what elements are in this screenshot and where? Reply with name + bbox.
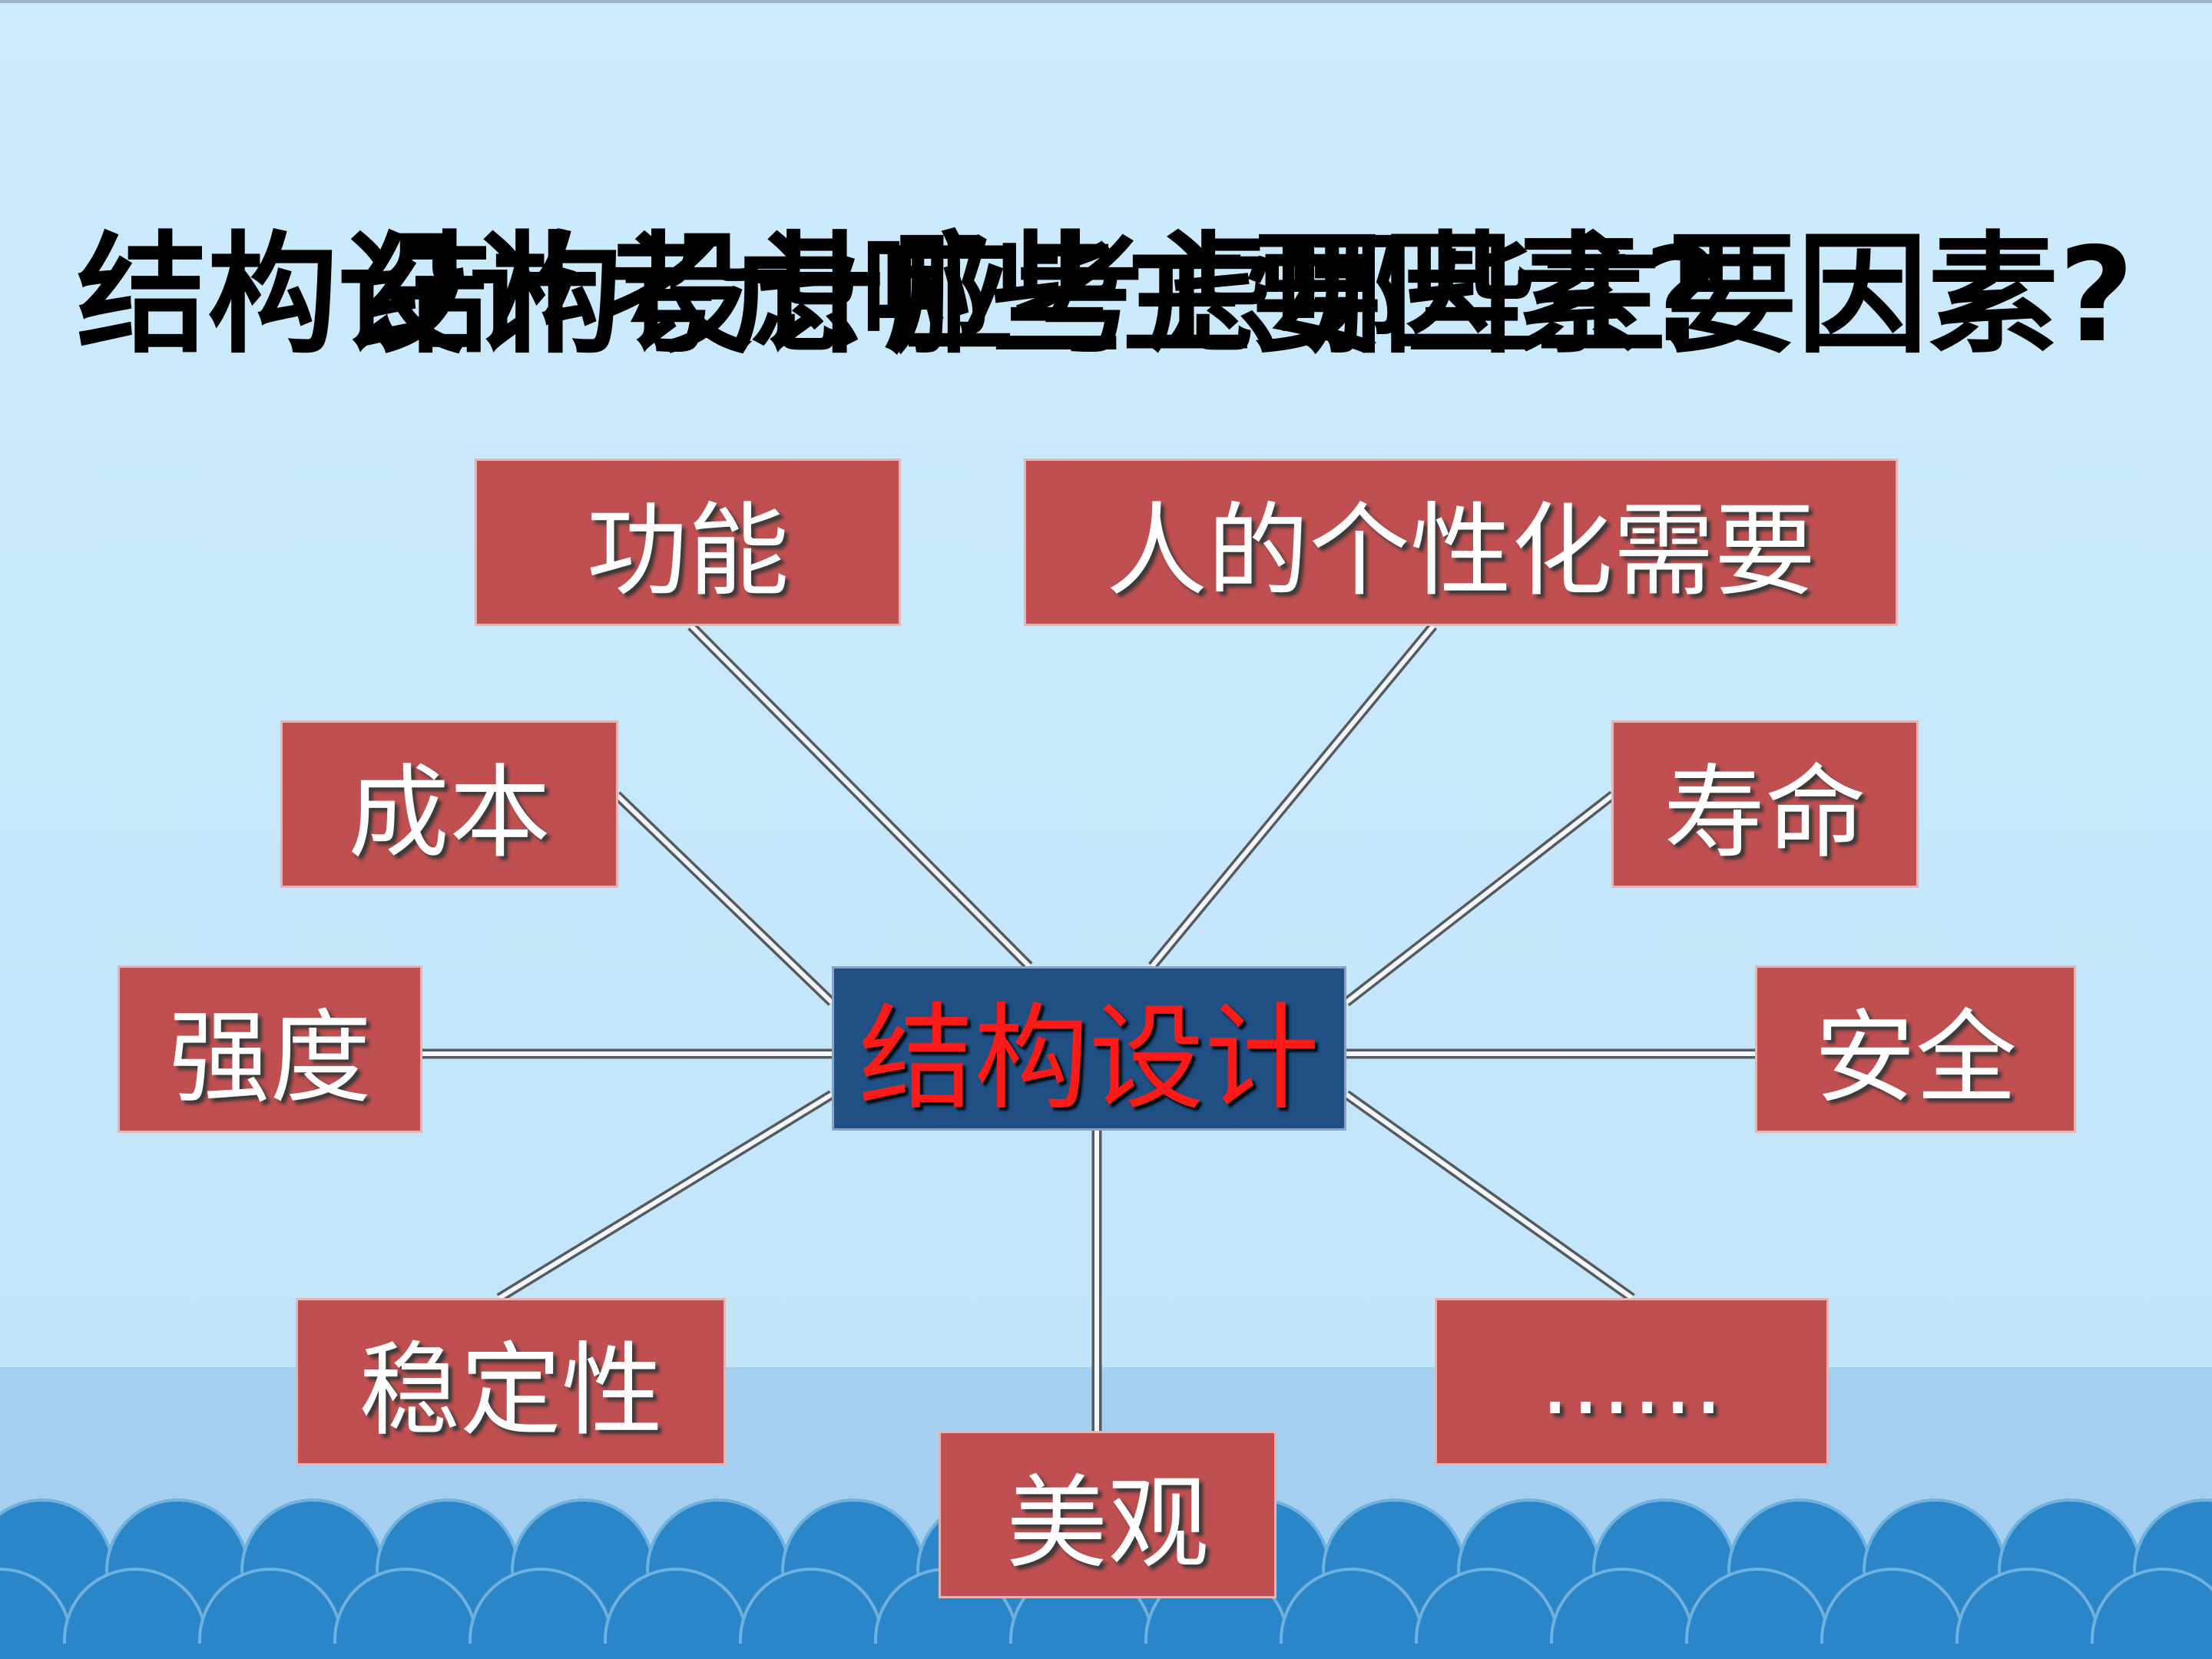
center-node-structure-design: 结构设计	[832, 966, 1346, 1131]
node-personalization: 人的个性化需要	[1024, 459, 1898, 626]
node-more: ……	[1435, 1298, 1829, 1465]
node-stability: 稳定性	[296, 1298, 726, 1465]
wave-scallop	[2091, 1568, 2212, 1659]
node-cost: 成本	[280, 720, 618, 888]
slide-top-border	[0, 0, 2212, 3]
slide-title-layer-2: 结构设计应考虑哪些主要因素?	[361, 220, 2134, 372]
slide-title-layer-1: 结构设计考虑哪些主要因素?	[77, 220, 1720, 372]
node-function: 功能	[475, 459, 901, 626]
node-safety: 安全	[1755, 965, 2076, 1133]
wave-base	[0, 1644, 2212, 1659]
node-strength: 强度	[118, 965, 422, 1133]
node-aesthetics: 美观	[939, 1431, 1277, 1598]
node-lifespan: 寿命	[1611, 720, 1919, 888]
